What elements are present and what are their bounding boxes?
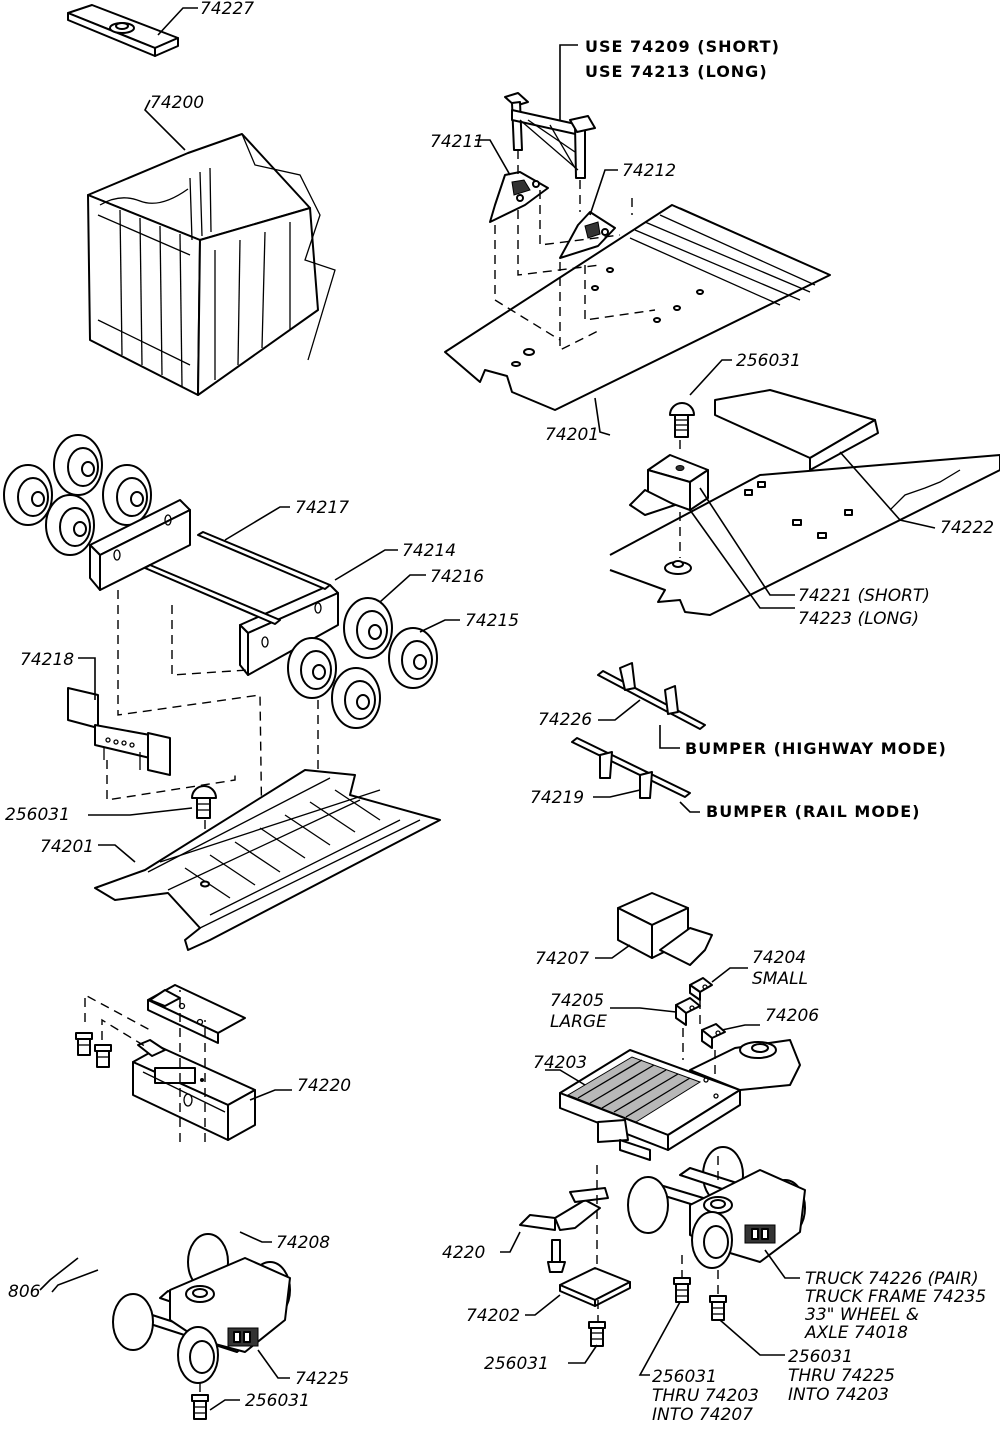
part-256031-a — [669, 402, 695, 438]
part-74200-container — [87, 133, 336, 396]
truck-spring-block — [744, 1224, 776, 1244]
label-note-b-3: INTO 74207 — [652, 1405, 753, 1425]
part-74227 — [67, 4, 179, 57]
label-74222: 74222 — [940, 518, 994, 538]
label-bumper-rail: BUMPER (RAIL MODE) — [706, 802, 920, 821]
label-bumper-highway: BUMPER (HIGHWAY MODE) — [685, 739, 947, 758]
label-74221-short: 74221 (SHORT) — [798, 586, 930, 606]
part-74214-bracket — [89, 499, 339, 676]
part-74205-large — [675, 997, 701, 1026]
label-note-b-1: 256031 — [652, 1367, 717, 1387]
part-74204-small — [689, 977, 713, 1001]
label-74218: 74218 — [20, 650, 74, 670]
label-74200: 74200 — [150, 93, 204, 113]
part-74203 — [559, 1000, 801, 1161]
label-74211: 74211 — [430, 132, 484, 152]
part-256031-c — [191, 1383, 209, 1420]
part-74202 — [559, 1165, 631, 1322]
label-74214: 74214 — [402, 541, 456, 561]
part-256031-d — [588, 1321, 606, 1347]
label-74219: 74219 — [530, 788, 584, 808]
part-74201-mid — [94, 769, 441, 951]
label-74216: 74216 — [430, 567, 484, 587]
part-74226-bumper-highway — [597, 662, 706, 730]
label-74208: 74208 — [276, 1233, 330, 1253]
label-use-long: USE 74213 (LONG) — [585, 62, 768, 81]
part-74221 — [629, 440, 709, 575]
label-4220: 4220 — [442, 1243, 485, 1263]
part-74207 — [617, 892, 713, 966]
label-note-b-2: THRU 74203 — [652, 1386, 759, 1406]
label-74207: 74207 — [535, 949, 589, 969]
part-74201-top — [444, 204, 831, 411]
label-74217: 74217 — [295, 498, 349, 518]
label-note-r-1: 256031 — [788, 1347, 853, 1367]
wheel-set-74216 — [3, 434, 152, 556]
label-74204: 74204 — [752, 948, 806, 968]
label-74203: 74203 — [533, 1053, 587, 1073]
label-74201-mid: 74201 — [40, 837, 94, 857]
label-74212: 74212 — [622, 161, 676, 181]
label-74220: 74220 — [297, 1076, 351, 1096]
label-74202: 74202 — [466, 1306, 520, 1326]
part-74206 — [701, 1023, 726, 1049]
label-truck-74226: TRUCK 74226 (PAIR) — [805, 1269, 979, 1289]
part-4220 — [519, 1187, 609, 1273]
label-note-r-2: THRU 74225 — [788, 1366, 895, 1386]
label-74201-top: 74201 — [545, 425, 599, 445]
part-truck-74226-right — [627, 1146, 806, 1269]
label-256031-b: 256031 — [5, 805, 70, 825]
part-74208 — [84, 984, 246, 1142]
part-74222 — [609, 389, 1000, 616]
dashed-guides-top-right — [494, 150, 656, 352]
label-256031-a: 256031 — [736, 351, 801, 371]
label-use-short: USE 74209 (SHORT) — [585, 37, 780, 56]
label-74215: 74215 — [465, 611, 519, 631]
part-74218 — [67, 687, 171, 776]
label-74205: 74205 — [550, 991, 604, 1011]
label-note-r-3: INTO 74203 — [788, 1385, 889, 1405]
part-74220 — [132, 1039, 256, 1141]
label-74223-long: 74223 (LONG) — [798, 609, 919, 629]
part-806-screws — [75, 1032, 112, 1068]
label-axle: AXLE 74018 — [804, 1323, 908, 1343]
label-truck-frame: TRUCK FRAME 74235 — [805, 1287, 986, 1307]
label-74226: 74226 — [538, 710, 592, 730]
label-small: SMALL — [752, 969, 808, 989]
part-256031-b — [191, 785, 217, 819]
part-74211 — [489, 171, 549, 223]
label-256031-c: 256031 — [245, 1391, 310, 1411]
deck-grating — [566, 1056, 702, 1123]
part-truck-74225-left — [112, 1078, 291, 1384]
part-74217-axles — [144, 531, 331, 625]
label-74206: 74206 — [765, 1006, 819, 1026]
label-wheel: 33" WHEEL & — [805, 1305, 919, 1325]
label-74227: 74227 — [200, 0, 254, 19]
part-74209-frame — [504, 92, 596, 179]
label-74225: 74225 — [295, 1369, 349, 1389]
part-74219-bumper-rail — [571, 737, 691, 799]
label-256031-d: 256031 — [484, 1354, 549, 1374]
screw-256031-truck-left — [673, 1255, 691, 1303]
screw-256031-truck-right — [709, 1270, 727, 1321]
label-806: 806 — [8, 1282, 41, 1302]
label-large: LARGE — [550, 1012, 607, 1032]
leader-lines — [39, 7, 936, 1411]
wheel-set-74215 — [287, 597, 438, 729]
part-labels: 74227 74200 USE 74209 (SHORT) USE 74213 … — [5, 0, 994, 1425]
